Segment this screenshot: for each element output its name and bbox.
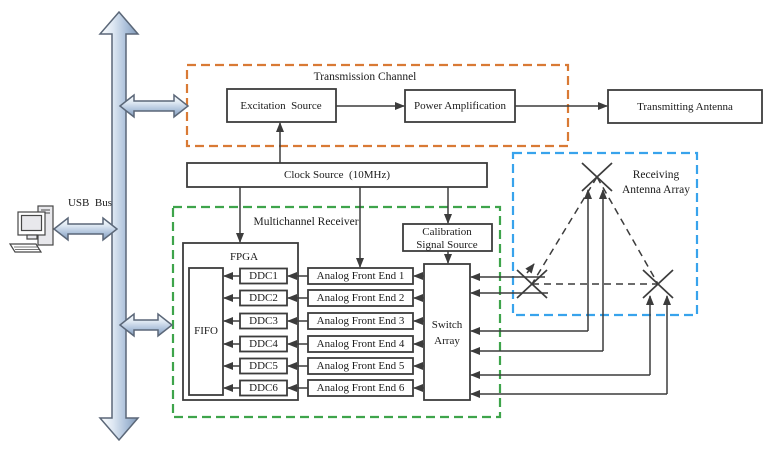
usb-transmission-arrow: [118, 93, 190, 119]
antenna-arm: [581, 162, 613, 192]
excitation-source-box: [226, 88, 337, 123]
ddc-label-1: DDC1: [249, 270, 278, 282]
fifo-label: FIFO: [194, 325, 218, 337]
afe-label-3: Analog Front End 3: [317, 315, 405, 327]
usb-bus-arrow: [98, 10, 140, 442]
receiver-row-arrows: [223, 272, 424, 392]
multichannel-receiver-box: [171, 205, 502, 419]
transmission-channel-label: Transmission Channel: [314, 71, 417, 83]
power-amplification-box: [404, 89, 516, 123]
ddc-label-5: DDC5: [249, 360, 278, 372]
afe-label-1: Analog Front End 1: [317, 270, 405, 282]
computer-icon: [8, 205, 54, 253]
antenna-feed-lines: [470, 189, 671, 398]
power-amplification-label: Power Amplification: [414, 100, 506, 112]
switch-array-label-line2: Array: [434, 335, 460, 347]
fifo-box: [188, 267, 224, 396]
calibration-label-line1: Calibration: [422, 226, 472, 238]
antenna-icon-top: [581, 162, 613, 192]
excitation-source-label: Excitation Source: [240, 100, 321, 112]
antenna-icon-right: [642, 269, 674, 299]
receiving-antenna-array-box: [511, 151, 699, 317]
clock-connector-arrows: [236, 102, 608, 268]
multichannel-receiver-label: Multichannel Receiver: [253, 216, 358, 228]
afe-label-2: Analog Front End 2: [317, 292, 405, 304]
calibration-signal-source-box: [402, 223, 493, 252]
switch-array-label-line1: Switch: [432, 319, 463, 331]
transmitting-antenna-label: Transmitting Antenna: [637, 101, 733, 113]
clock-source-box: [186, 162, 488, 188]
clock-source-label: Clock Source (10MHz): [284, 169, 390, 181]
receiving-antenna-label-line2: Antenna Array: [622, 184, 690, 196]
afe-label-4: Analog Front End 4: [317, 338, 405, 350]
antenna-arm: [516, 269, 548, 299]
computer-screen: [20, 214, 43, 232]
antenna-icon-left: [516, 269, 548, 299]
computer-keyboard: [8, 243, 43, 253]
switch-array-box: [423, 263, 471, 401]
ddc-label-6: DDC6: [249, 382, 278, 394]
triangle-edge: [596, 176, 659, 285]
usb-bus-label: USB Bus: [68, 197, 112, 209]
receiving-antenna-label-line1: Receiving: [633, 169, 680, 181]
triangle-edge: [531, 176, 598, 285]
usb-computer-arrow: [52, 216, 119, 242]
fpga-label: FPGA: [230, 251, 258, 263]
usb-receiver-arrow: [118, 312, 174, 338]
afe-boxes: [307, 267, 414, 397]
calibration-label-line2: Signal Source: [416, 239, 478, 251]
afe-label-5: Analog Front End 5: [317, 360, 405, 372]
ddc-boxes: [239, 267, 288, 397]
monitor-stand: [26, 234, 38, 240]
ddc-label-3: DDC3: [249, 315, 278, 327]
ddc-label-4: DDC4: [249, 338, 278, 350]
afe-label-6: Analog Front End 6: [317, 382, 405, 394]
left-antenna-feed-tip: [525, 263, 535, 274]
transmitting-antenna-box: [607, 89, 763, 124]
antenna-array-triangle: [531, 176, 659, 285]
ddc-label-2: DDC2: [249, 292, 278, 304]
antenna-arm: [642, 269, 674, 299]
